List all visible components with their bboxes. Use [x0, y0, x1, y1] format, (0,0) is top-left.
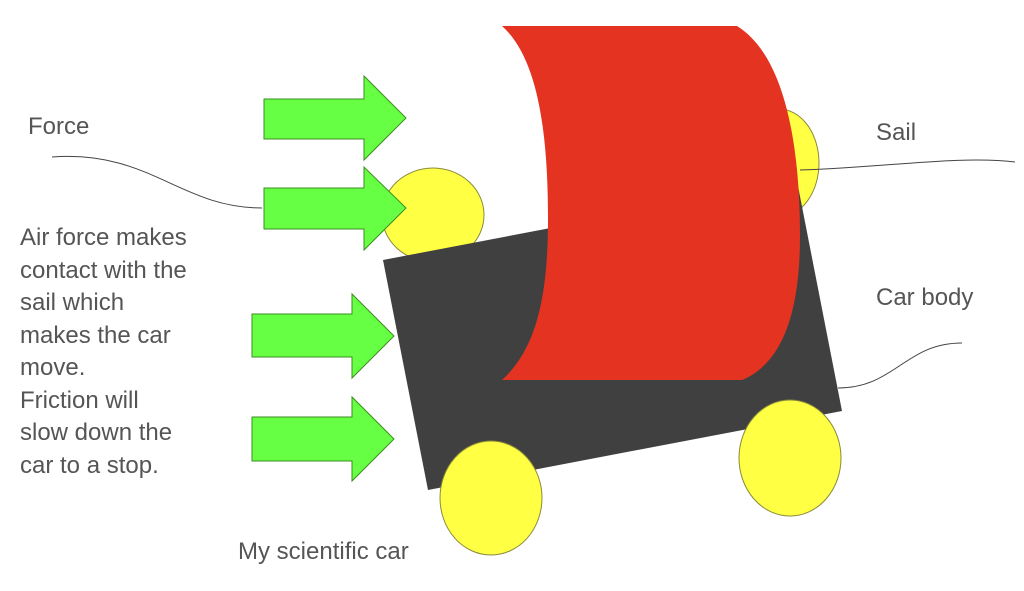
description-line: sail which	[20, 289, 125, 316]
force-arrow-1	[263, 74, 407, 162]
car-body-leader-line	[837, 342, 963, 389]
wheel-front-right	[738, 399, 842, 517]
wheel-front-left	[439, 440, 543, 556]
caption: My scientific car	[238, 538, 409, 565]
description-line: Air force makes	[20, 224, 187, 251]
description-line: slow down the	[20, 419, 173, 446]
sail	[502, 26, 800, 380]
description-line: move.	[20, 354, 86, 381]
description: Air force makes contact with the sail wh…	[20, 222, 235, 482]
description-line: makes the car	[20, 321, 171, 349]
sail-label: Sail	[876, 119, 917, 146]
description-line: car to a stop.	[20, 451, 159, 479]
force-leader-line	[51, 155, 263, 209]
description-line: Friction will	[20, 386, 139, 414]
car-body-label: Car body	[876, 284, 974, 311]
force-arrow-3	[251, 292, 395, 380]
force-arrow-2	[263, 165, 407, 252]
description-line: contact with the	[20, 256, 187, 284]
force-arrow-4	[251, 395, 395, 483]
force-label: Force	[28, 113, 90, 140]
sail-leader-line	[799, 159, 1016, 171]
